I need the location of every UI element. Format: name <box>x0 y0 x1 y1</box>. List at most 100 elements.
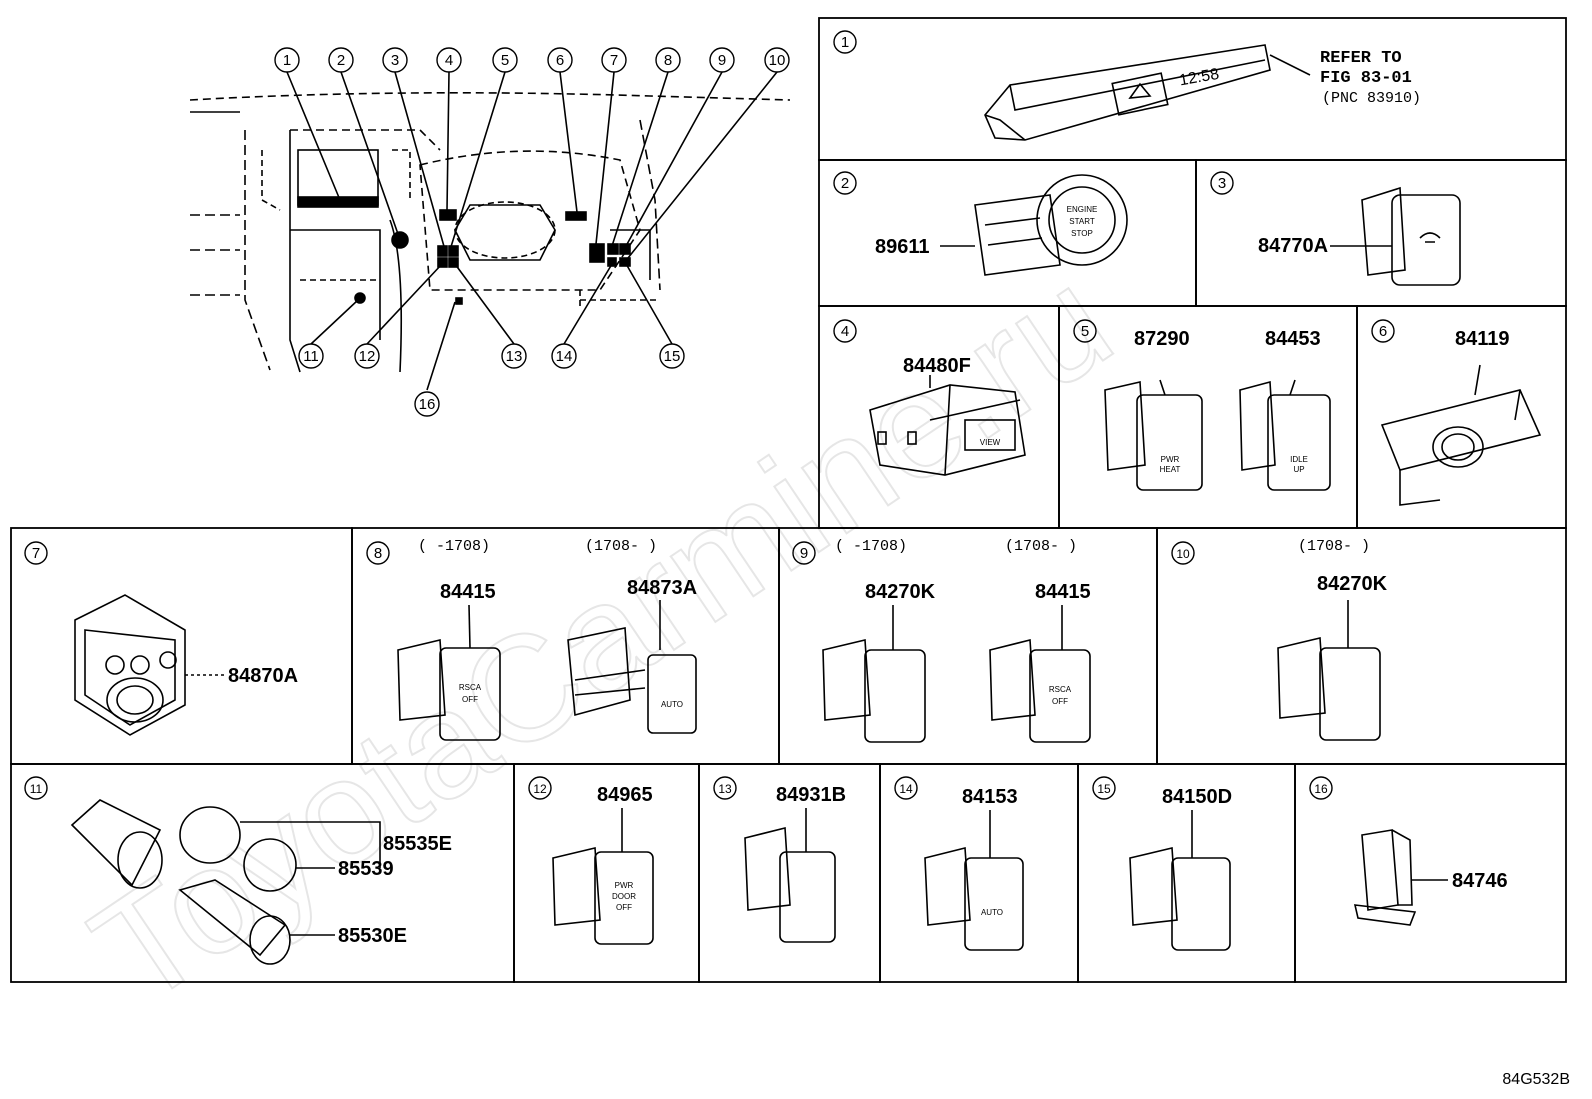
overview-callout-circle[interactable] <box>328 47 354 73</box>
part-85535e[interactable]: 85535E <box>383 833 452 855</box>
overview-callout-circle[interactable] <box>764 47 790 73</box>
panel-grid <box>10 17 1567 983</box>
range-9b: (1708- ) <box>1005 538 1077 555</box>
panel-16-number: 16 <box>1314 782 1328 796</box>
part-84873a[interactable]: 84873A <box>627 577 697 599</box>
switch-pair-5-drawing <box>1104 379 1331 491</box>
panel-8-number: 8 <box>374 545 382 562</box>
part-89611[interactable]: 89611 <box>875 236 930 258</box>
overview-callout-circle[interactable] <box>354 343 380 369</box>
switches-8-drawing <box>397 600 697 741</box>
overview-callout-number: 9 <box>718 52 726 69</box>
overview-callout-number: 12 <box>359 348 376 365</box>
panel-1-number: 1 <box>841 34 849 51</box>
range-9a: ( -1708) <box>835 538 907 555</box>
pwr-door-line1: PWR <box>615 881 634 890</box>
switch-13-drawing <box>744 808 836 943</box>
start-btn-line1: ENGINE <box>1067 205 1098 214</box>
panel-number-circles <box>24 30 1395 800</box>
overview-callout-number: 6 <box>556 52 564 69</box>
pwr-door-line3: OFF <box>616 903 632 912</box>
up-label: UP <box>1293 465 1304 474</box>
headlight-dial-drawing <box>1380 364 1542 506</box>
part-84931b[interactable]: 84931B <box>776 784 846 806</box>
connector-16-drawing <box>1353 829 1448 926</box>
mirror-switch-drawing <box>74 594 225 736</box>
overview-callout-number: 7 <box>610 52 618 69</box>
auto-label-8: AUTO <box>661 700 683 709</box>
part-84770a[interactable]: 84770A <box>1258 235 1328 257</box>
part-84270k-b[interactable]: 84270K <box>1317 573 1388 595</box>
part-85530e[interactable]: 85530E <box>338 925 407 947</box>
rsca-label-8: RSCA <box>459 683 482 692</box>
part-84150d[interactable]: 84150D <box>1162 786 1232 808</box>
overview-callout-number: 1 <box>283 52 291 69</box>
overview-callout-number: 14 <box>556 348 573 365</box>
watermark: ToyotaCarmine.ru <box>64 235 1139 1036</box>
clock-display: 12:58 <box>1178 66 1220 90</box>
part-84119[interactable]: 84119 <box>1455 328 1510 350</box>
overview-callout-number: 4 <box>445 52 453 69</box>
part-84415-a[interactable]: 84415 <box>440 581 496 603</box>
overview-callout-circle[interactable] <box>655 47 681 73</box>
overview-callout-circle[interactable] <box>382 47 408 73</box>
overview-callout-number: 16 <box>419 396 436 413</box>
auto-label-14: AUTO <box>981 908 1003 917</box>
part-84415-b[interactable]: 84415 <box>1035 581 1091 603</box>
overview-callout-circle[interactable] <box>274 47 300 73</box>
refer-line-3: (PNC 83910) <box>1322 90 1421 107</box>
overview-callout-circle[interactable] <box>551 343 577 369</box>
combination-switch-unit-drawing <box>984 44 1311 141</box>
view-label: VIEW <box>980 438 1001 447</box>
switch-15-drawing <box>1129 810 1231 951</box>
overview-callout-number: 3 <box>391 52 399 69</box>
panel-2-number: 2 <box>841 175 849 192</box>
overview-callout-circle[interactable] <box>709 47 735 73</box>
switch-84770a-drawing <box>1330 186 1461 286</box>
range-8b: (1708- ) <box>585 538 657 555</box>
part-87290[interactable]: 87290 <box>1134 328 1190 350</box>
refer-line-1: REFER TO <box>1320 49 1402 68</box>
part-84746[interactable]: 84746 <box>1452 870 1508 892</box>
off-label-8: OFF <box>462 695 478 704</box>
part-84870a[interactable]: 84870A <box>228 665 298 687</box>
overview-callout-circle[interactable] <box>298 343 324 369</box>
overview-callout-circle[interactable] <box>414 391 440 417</box>
part-84270k-a[interactable]: 84270K <box>865 581 936 603</box>
overview-callout-number: 10 <box>769 52 786 69</box>
overview-callout-number: 15 <box>664 348 681 365</box>
off-label-9: OFF <box>1052 697 1068 706</box>
start-btn-line2: START <box>1069 217 1095 226</box>
switch-14-drawing <box>924 810 1024 951</box>
part-85539[interactable]: 85539 <box>338 858 394 880</box>
diagram-code: 84G532B <box>1502 1071 1570 1088</box>
panel-7-number: 7 <box>32 545 40 562</box>
power-outlet-drawing <box>70 799 381 965</box>
part-84453[interactable]: 84453 <box>1265 328 1321 350</box>
switch-10-drawing <box>1277 600 1381 741</box>
panel-4-number: 4 <box>841 323 849 340</box>
overview-callout-circle[interactable] <box>659 343 685 369</box>
panel-5-number: 5 <box>1081 323 1089 340</box>
engine-start-button-drawing <box>940 174 1128 276</box>
switches-9-drawing <box>822 605 1091 743</box>
panel-12-number: 12 <box>533 782 547 796</box>
overview-callout-circle[interactable] <box>501 343 527 369</box>
panel-6-number: 6 <box>1379 323 1387 340</box>
overview-callout-number: 11 <box>303 348 319 365</box>
panel-10-number: 10 <box>1176 547 1190 561</box>
overview-callout-number: 2 <box>337 52 345 69</box>
overview-callout-circle[interactable] <box>492 47 518 73</box>
panel-3-number: 3 <box>1218 175 1226 192</box>
part-84153[interactable]: 84153 <box>962 786 1018 808</box>
overview-callout-circle[interactable] <box>436 47 462 73</box>
overview-callout-circle[interactable] <box>601 47 627 73</box>
switch-12-drawing <box>552 808 654 945</box>
heat-label: HEAT <box>1160 465 1181 474</box>
overview-callout-circle[interactable] <box>547 47 573 73</box>
overview-callout-number: 5 <box>501 52 509 69</box>
part-84480f[interactable]: 84480F <box>903 355 971 377</box>
range-8a: ( -1708) <box>418 538 490 555</box>
part-84965[interactable]: 84965 <box>597 784 653 806</box>
